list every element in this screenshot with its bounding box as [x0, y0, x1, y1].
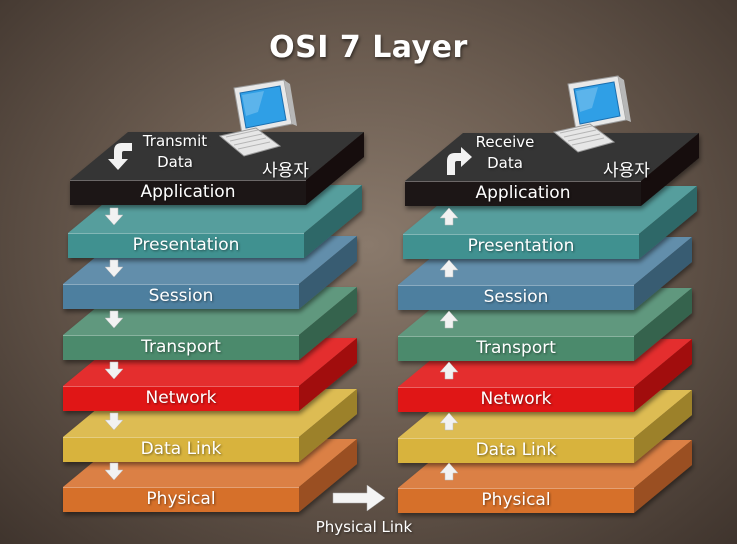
receive-note-line2: Data [487, 154, 523, 172]
arrow-down-icon [104, 310, 124, 329]
receive-data-note: Receive Data [470, 132, 540, 174]
transmit-note-line1: Transmit [142, 132, 208, 150]
transmit-data-note: Transmit Data [138, 131, 212, 173]
right-layer-label-network: Network [480, 389, 552, 409]
page-title: OSI 7 Layer [269, 30, 468, 65]
left-layer-label-session: Session [148, 286, 214, 306]
right-layer-label-session: Session [483, 287, 549, 307]
arrow-down-icon [104, 462, 124, 481]
arrow-up-icon [439, 310, 459, 329]
right-layer-application [405, 133, 699, 206]
arrow-right-icon [332, 484, 386, 512]
left-layer-label-presentation: Presentation [132, 235, 240, 255]
arrow-up-icon [439, 412, 459, 431]
left-layer-label-application: Application [140, 182, 236, 202]
right-layer-label-transport: Transport [476, 338, 556, 358]
right-layer-label-presentation: Presentation [467, 236, 575, 256]
arrow-down-icon [108, 143, 132, 170]
arrow-up-icon [439, 361, 459, 380]
arrow-up-icon [439, 462, 459, 481]
computer-icon [552, 75, 631, 153]
left-layer-label-network: Network [145, 388, 217, 408]
arrow-down-icon [104, 259, 124, 278]
right-layer-label-application: Application [475, 183, 571, 203]
left-layer-label-data-link: Data Link [140, 439, 222, 459]
left-layer-label-physical: Physical [146, 489, 216, 509]
transmit-note-line2: Data [157, 153, 193, 171]
right-layer-label-physical: Physical [481, 490, 551, 510]
arrow-down-icon [104, 207, 124, 226]
arrow-up-icon [447, 147, 472, 175]
arrow-down-icon [104, 412, 124, 431]
left-user-label: 사용자 [262, 161, 309, 181]
arrow-up-icon [439, 207, 459, 226]
arrow-down-icon [104, 361, 124, 380]
left-layer-application [70, 132, 364, 205]
physical-link-label: Physical Link [315, 518, 413, 536]
arrow-up-icon [439, 259, 459, 278]
right-layer-label-data-link: Data Link [475, 440, 557, 460]
receive-note-line1: Receive [475, 133, 535, 151]
left-layer-label-transport: Transport [141, 337, 221, 357]
computer-icon [218, 79, 297, 157]
right-user-label: 사용자 [603, 161, 650, 181]
